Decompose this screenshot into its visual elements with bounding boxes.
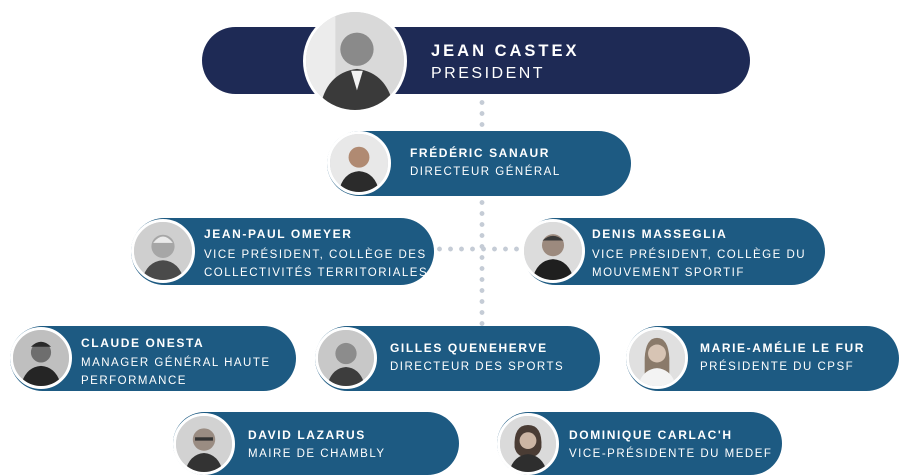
avatar-david-lazarus [173, 413, 235, 475]
person-name: CLAUDE ONESTA [81, 336, 205, 350]
connector-vertical-top [479, 97, 485, 129]
person-role: DIRECTEUR GÉNÉRAL [410, 166, 561, 178]
person-role: PRESIDENT [431, 65, 546, 82]
person-role: MANAGER GÉNÉRAL HAUTE PERFORMANCE [81, 357, 271, 387]
person-role: VICE PRÉSIDENT, COLLÈGE DES COLLECTIVITÉ… [204, 249, 429, 279]
connector-vertical-main [479, 197, 485, 327]
person-name: GILLES QUENEHERVE [390, 341, 548, 355]
avatar-gilles-queneherve [315, 327, 377, 389]
person-name: FRÉDÉRIC SANAUR [410, 146, 551, 160]
avatar-denis-masseglia [521, 219, 585, 283]
avatar-marie-amelie-le-fur [626, 327, 688, 389]
person-role: PRÉSIDENTE DU CPSF [700, 361, 855, 373]
avatar-jean-paul-omeyer [131, 219, 195, 283]
person-role: VICE-PRÉSIDENTE DU MEDEF [569, 448, 773, 460]
person-name: DAVID LAZARUS [248, 428, 366, 442]
avatar-jean-castex [303, 9, 407, 113]
avatar-dominique-carlach [497, 413, 559, 475]
person-name: DOMINIQUE CARLAC'H [569, 428, 733, 442]
person-name: JEAN CASTEX [431, 42, 580, 60]
avatar-frederic-sanaur [327, 131, 391, 195]
avatar-claude-onesta [10, 327, 72, 389]
person-name: JEAN-PAUL OMEYER [204, 227, 353, 241]
person-role: DIRECTEUR DES SPORTS [390, 361, 565, 373]
person-role: VICE PRÉSIDENT, COLLÈGE DU MOUVEMENT SPO… [592, 249, 807, 279]
person-name: MARIE-AMÉLIE LE FUR [700, 341, 866, 355]
person-role: MAIRE DE CHAMBLY [248, 448, 386, 460]
org-card-president[interactable]: JEAN CASTEX PRESIDENT [202, 27, 750, 94]
person-name: DENIS MASSEGLIA [592, 227, 728, 241]
connector-horizontal-vp [434, 246, 524, 252]
